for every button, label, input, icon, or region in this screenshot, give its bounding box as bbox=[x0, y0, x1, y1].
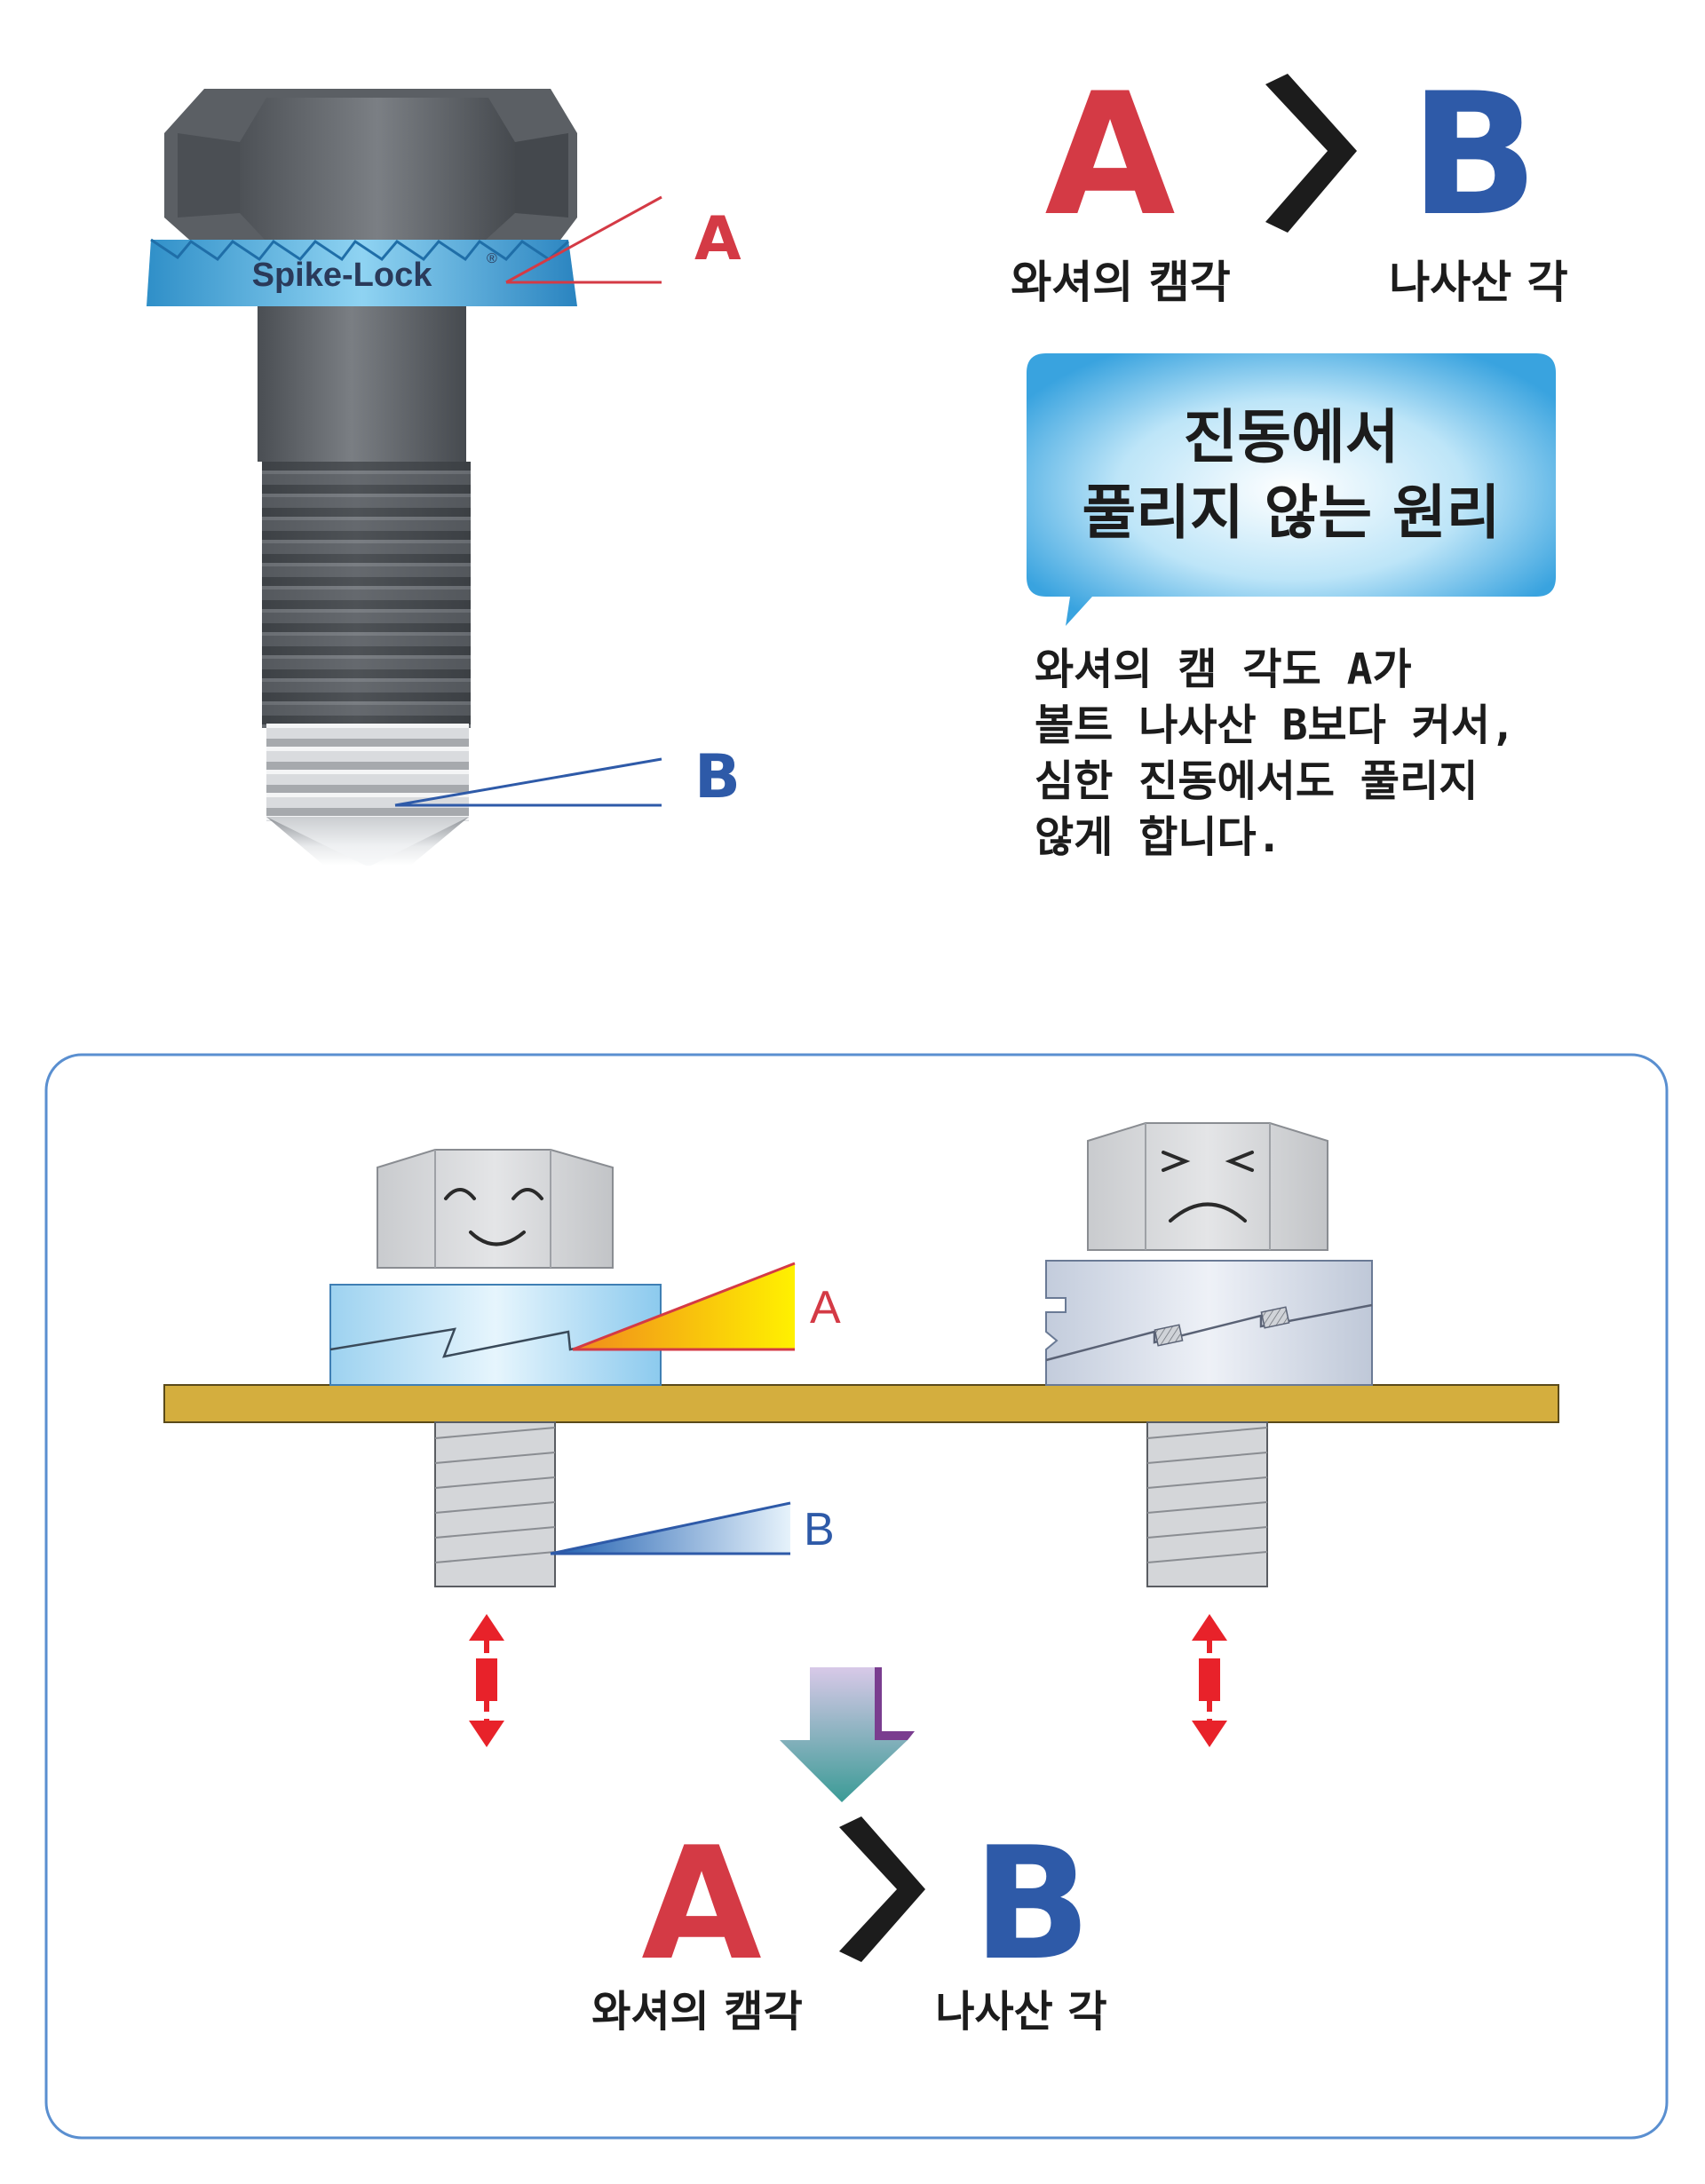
mounting-plate bbox=[163, 1384, 1559, 1423]
right-assembly-normal bbox=[1045, 1122, 1373, 1747]
top-letter-a: A bbox=[1044, 57, 1175, 253]
wedge-b-indicator: B bbox=[550, 1501, 835, 1555]
greater-than-icon bbox=[1265, 74, 1357, 233]
bolt-label-a: A bbox=[694, 204, 741, 274]
right-bolt-thread bbox=[1146, 1421, 1268, 1587]
wedge-a-indicator: A bbox=[572, 1262, 841, 1351]
top-caption-a: 와셔의 캠각 bbox=[1011, 257, 1230, 308]
bolt-head bbox=[164, 89, 577, 253]
panel-caption-b: 나사산 각 bbox=[935, 1987, 1106, 2037]
panel-letter-b: B bbox=[972, 1815, 1090, 1995]
description-line: 볼트 나사산 B보다 커서, bbox=[1035, 700, 1516, 750]
angle-a-indicator: A bbox=[505, 195, 741, 284]
greater-than-icon bbox=[839, 1816, 925, 1962]
principle-speech-bubble: 진동에서 풀리지 않는 원리 bbox=[1027, 353, 1556, 626]
vibration-arrow-icon bbox=[1192, 1614, 1227, 1747]
panel-comparison: A B 와셔의 캠각 나사산 각 bbox=[591, 1815, 1106, 2037]
left-bolt-thread bbox=[434, 1421, 556, 1587]
registered-mark: ® bbox=[487, 251, 497, 266]
down-arrow-icon bbox=[780, 1667, 915, 1802]
bolt-label-b: B bbox=[694, 742, 741, 812]
panel-caption-a: 와셔의 캠각 bbox=[591, 1987, 803, 2037]
panel-label-b: B bbox=[804, 1504, 835, 1555]
top-letter-b: B bbox=[1410, 57, 1539, 253]
description-line: 않게 합니다. bbox=[1035, 812, 1282, 862]
right-nut bbox=[1087, 1122, 1328, 1251]
spike-lock-bolt-illustration: Spike-Lock ® A B bbox=[147, 89, 741, 866]
angle-b-indicator: B bbox=[394, 742, 741, 812]
panel-letter-a: A bbox=[641, 1815, 761, 1995]
principle-description: 와셔의 캠 각도 A가 볼트 나사산 B보다 커서, 심한 진동에서도 풀리지 … bbox=[1035, 645, 1516, 862]
left-assembly-spike-lock: A B bbox=[329, 1149, 841, 1747]
left-nut bbox=[377, 1149, 614, 1269]
happy-face-icon bbox=[444, 1188, 543, 1246]
top-caption-b: 나사산 각 bbox=[1389, 257, 1567, 308]
spike-lock-washer: Spike-Lock ® bbox=[147, 238, 577, 306]
panel-label-a: A bbox=[810, 1282, 841, 1333]
right-washer bbox=[1045, 1260, 1373, 1386]
comparison-panel bbox=[44, 1053, 1669, 2140]
bubble-title-line2: 풀리지 않는 원리 bbox=[1082, 479, 1501, 547]
spike-lock-brand-label: Spike-Lock bbox=[252, 257, 433, 294]
description-line: 와셔의 캠 각도 A가 bbox=[1035, 645, 1412, 694]
bolt-shank bbox=[258, 306, 466, 462]
bubble-title-line1: 진동에서 bbox=[1184, 403, 1400, 471]
top-comparison: A B 와셔의 캠각 나사산 각 bbox=[1011, 57, 1567, 308]
vibration-arrow-icon bbox=[469, 1614, 504, 1747]
unhappy-face-icon bbox=[1162, 1151, 1254, 1223]
description-line: 심한 진동에서도 풀리지 bbox=[1035, 756, 1478, 806]
